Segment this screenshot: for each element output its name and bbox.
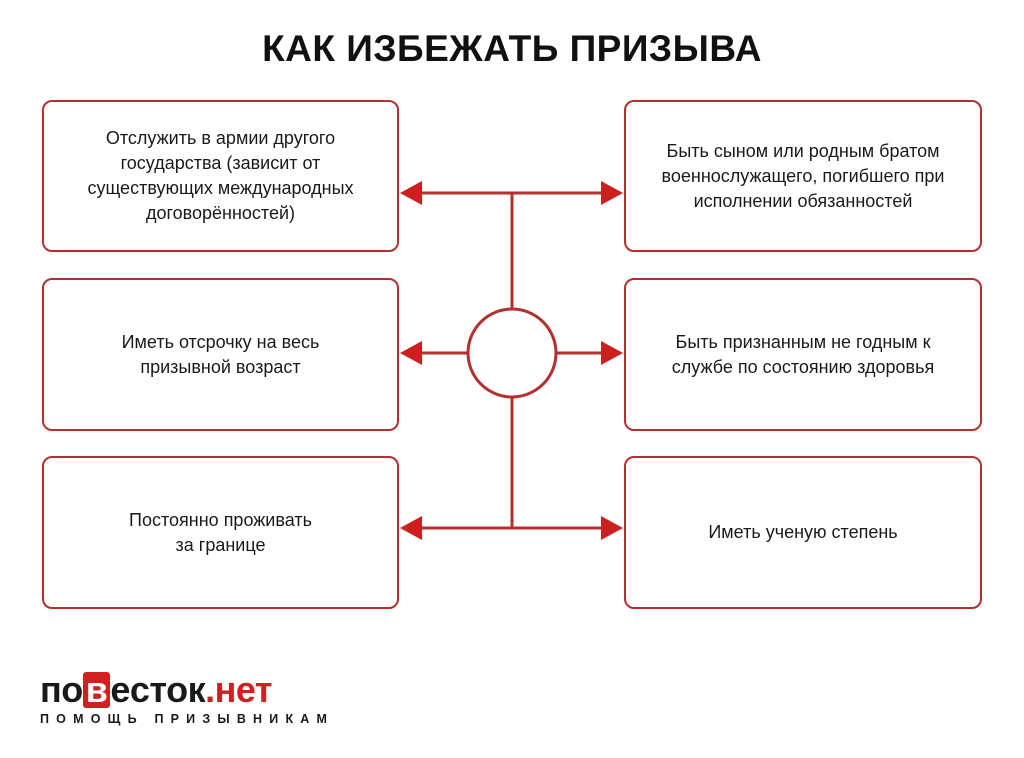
arrow-right-icon xyxy=(601,181,623,205)
box-text: Быть признанным не годным к службе по со… xyxy=(671,331,935,377)
logo-part: еcток xyxy=(110,669,206,710)
box-academic-degree: Иметь ученую степень xyxy=(624,456,982,609)
box-text: Быть сыном или родным братом военнослужа… xyxy=(661,140,945,211)
box-text: Иметь ученую степень xyxy=(708,522,898,542)
arrow-left-icon xyxy=(400,181,422,205)
brand-logo: повеcток.нет ПОМОЩЬ ПРИЗЫВНИКАМ xyxy=(40,672,335,727)
arrow-left-icon xyxy=(400,516,422,540)
arrow-right-icon xyxy=(601,516,623,540)
arrow-left-icon xyxy=(400,341,422,365)
center-circle xyxy=(466,307,558,399)
box-live-abroad: Постоянно проживать за границе xyxy=(42,456,399,609)
arrow-right-icon xyxy=(601,341,623,365)
logo-part: по xyxy=(40,669,83,710)
box-unfit-health: Быть признанным не годным к службе по со… xyxy=(624,278,982,431)
box-foreign-army: Отслужить в армии другого государства (з… xyxy=(42,100,399,252)
box-text: Постоянно проживать за границе xyxy=(129,509,312,555)
logo-domain: .нет xyxy=(205,669,273,710)
box-relative-killed: Быть сыном или родным братом военнослужа… xyxy=(624,100,982,252)
box-text: Отслужить в армии другого государства (з… xyxy=(87,128,354,223)
diagram-title: КАК ИЗБЕЖАТЬ ПРИЗЫВА xyxy=(262,28,762,69)
box-deferment: Иметь отсрочку на весь призывной возраст xyxy=(42,278,399,431)
logo-check-letter: в xyxy=(82,672,111,708)
logo-wordmark: повеcток.нет xyxy=(40,672,334,708)
logo-tagline: ПОМОЩЬ ПРИЗЫВНИКАМ xyxy=(40,712,335,726)
box-text: Иметь отсрочку на весь призывной возраст xyxy=(121,331,320,377)
